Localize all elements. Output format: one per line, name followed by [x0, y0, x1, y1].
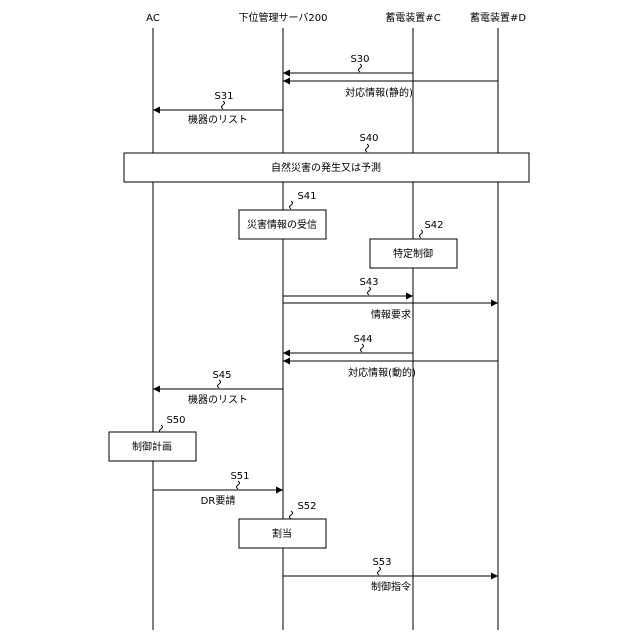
step-s40: S40	[359, 133, 378, 144]
label-s30: 対応情報(静的)	[345, 86, 413, 99]
label-s31: 機器のリスト	[188, 113, 248, 126]
step-s52: S52	[297, 501, 316, 512]
step-s43: S43	[359, 277, 378, 288]
label-s41: 災害情報の受信	[247, 218, 317, 231]
participant-ac: AC	[146, 13, 160, 24]
label-s51: DR要請	[201, 494, 236, 507]
step-s50: S50	[166, 415, 185, 426]
tilde-s51	[237, 481, 240, 489]
label-s42: 特定制御	[393, 247, 433, 260]
step-s44: S44	[353, 334, 372, 345]
participant-storage-c: 蓄電装置#C	[385, 11, 440, 24]
step-s51: S51	[230, 471, 249, 482]
tilde-s52	[290, 511, 293, 519]
label-s53: 制御指令	[371, 580, 411, 593]
tilde-s42	[420, 230, 423, 238]
label-s45: 機器のリスト	[188, 393, 248, 406]
tilde-s44	[361, 344, 364, 352]
participant-sub-server: 下位管理サーバ200	[239, 11, 328, 24]
tilde-s30	[359, 64, 362, 72]
tilde-s43	[368, 287, 371, 295]
tilde-s45	[218, 380, 221, 388]
step-s45: S45	[212, 370, 231, 381]
label-s44: 対応情報(動的)	[348, 366, 416, 379]
tilde-s40	[366, 144, 369, 152]
label-s52: 割当	[272, 527, 292, 540]
label-s50: 制御計画	[132, 440, 172, 453]
step-s41: S41	[297, 191, 316, 202]
tilde-s53	[378, 567, 381, 575]
banner-label: 自然災害の発生又は予測	[271, 161, 381, 174]
participant-storage-d: 蓄電装置#D	[470, 11, 526, 24]
label-s43: 情報要求	[371, 308, 411, 321]
tilde-s31	[222, 101, 225, 109]
step-s31: S31	[214, 91, 233, 102]
step-s53: S53	[372, 557, 391, 568]
step-s30: S30	[350, 54, 369, 65]
tilde-s41	[290, 201, 293, 209]
step-s42: S42	[424, 220, 443, 231]
